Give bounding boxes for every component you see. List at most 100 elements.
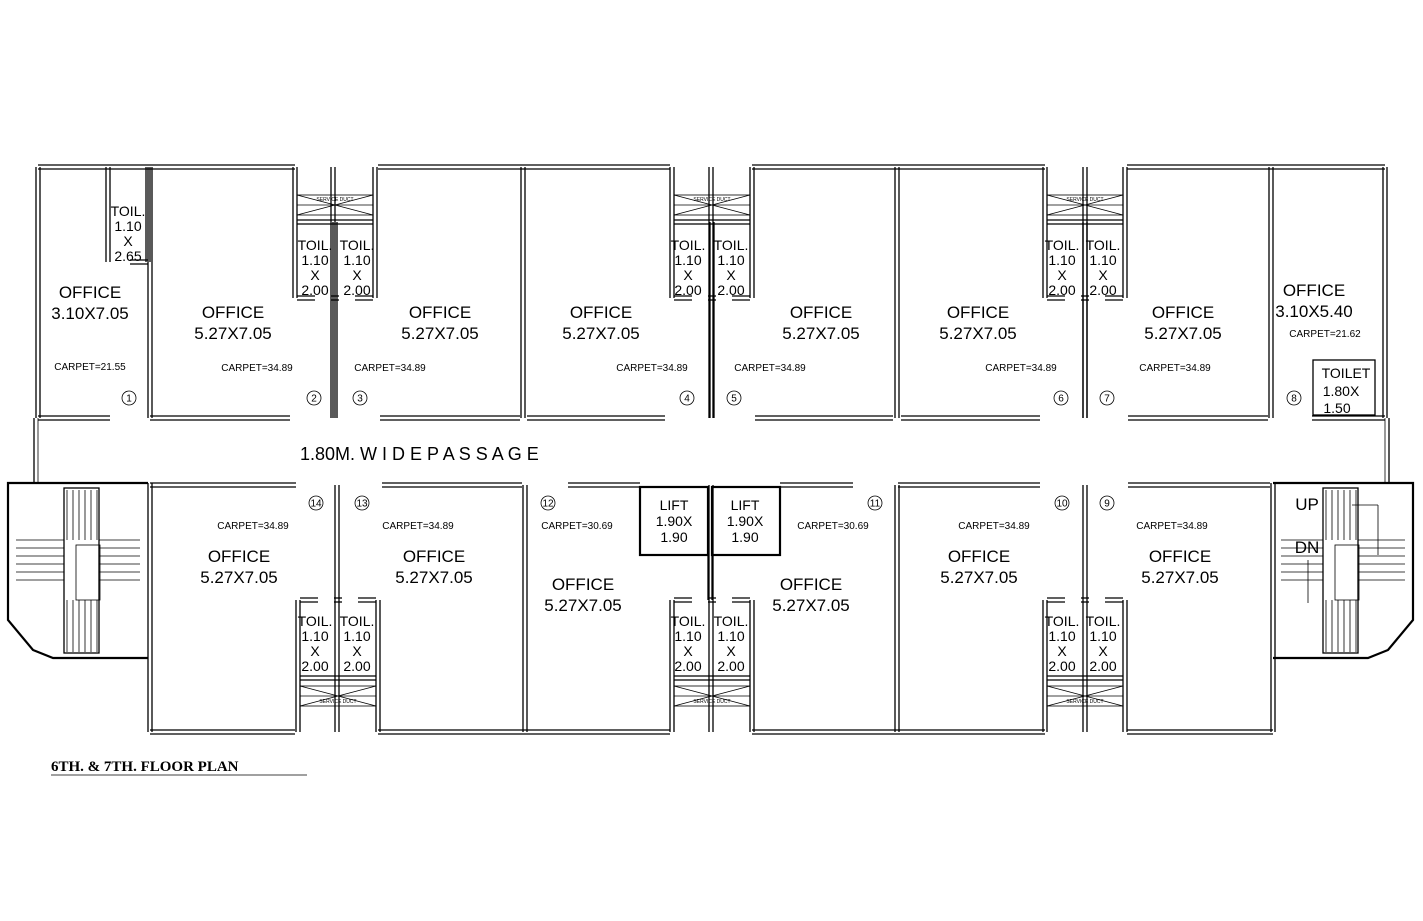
office-dimension: 3.10X7.05 bbox=[51, 304, 129, 323]
office-carpet-area: CARPET=34.89 bbox=[985, 363, 1057, 374]
office-number-circle bbox=[121, 390, 137, 406]
office-name: OFFICE bbox=[202, 303, 264, 322]
stair-well bbox=[1334, 544, 1360, 601]
walls bbox=[6, 164, 1415, 776]
lift-name: LIFT bbox=[731, 497, 760, 513]
toilet-width: 1.10 bbox=[301, 628, 328, 644]
office-name: OFFICE bbox=[780, 575, 842, 594]
service-duct-label: SERVICE DUCT bbox=[693, 699, 730, 705]
office-number-circle bbox=[540, 495, 556, 511]
labels: SERVICE DUCT SERVICE DUCT SERVICE DUCT SERV… bbox=[51, 197, 1371, 775]
lift-shaft bbox=[710, 485, 782, 557]
office-dimension: 5.27X7.05 bbox=[1144, 324, 1222, 343]
office-number-circle bbox=[354, 495, 370, 511]
toilet-x: X bbox=[726, 643, 736, 659]
service-duct-label: SERVICE DUCT bbox=[693, 197, 730, 203]
toilet-x: X bbox=[683, 267, 693, 283]
office-name: OFFICE bbox=[948, 547, 1010, 566]
office-dimension: 5.27X7.05 bbox=[782, 324, 860, 343]
office-dimension: 5.27X7.05 bbox=[1141, 568, 1219, 587]
stair-up-label: UP bbox=[1295, 495, 1319, 514]
office-number: 14 bbox=[310, 499, 322, 510]
office-name: OFFICE bbox=[59, 283, 121, 302]
toilet-width: 1.10 bbox=[1048, 628, 1075, 644]
service-duct-label: SERVICE DUCT bbox=[319, 699, 356, 705]
office-number: 11 bbox=[870, 499, 881, 510]
passage-label: 1.80M. W I D E P A S S A G E bbox=[300, 444, 539, 464]
toilet-large-name: TOILET bbox=[1322, 365, 1371, 381]
toilet-height: 2.00 bbox=[301, 282, 328, 298]
office-number-circle bbox=[308, 495, 324, 511]
toilet-x: X bbox=[310, 643, 320, 659]
toilet-height: 2.00 bbox=[717, 282, 744, 298]
toilet-x: X bbox=[726, 267, 736, 283]
toilet-large-height: 1.50 bbox=[1323, 400, 1350, 416]
lift-width: 1.90X bbox=[727, 513, 764, 529]
toilet-height: 2.00 bbox=[1089, 282, 1116, 298]
stair-down-label: DN bbox=[1295, 538, 1320, 557]
office-carpet-area: CARPET=30.69 bbox=[797, 521, 869, 532]
office-dimension: 5.27X7.05 bbox=[562, 324, 640, 343]
toilet-height: 2.00 bbox=[301, 658, 328, 674]
toilet-large bbox=[1312, 359, 1376, 416]
office-number-circle bbox=[1053, 390, 1069, 406]
office-name: OFFICE bbox=[1149, 547, 1211, 566]
toilet-height: 2.00 bbox=[1089, 658, 1116, 674]
office-number: 4 bbox=[684, 394, 690, 405]
toilet-name: TOIL. bbox=[340, 237, 375, 253]
service-duct-line bbox=[1046, 194, 1124, 216]
staircase-outline bbox=[1273, 481, 1415, 660]
toilet-height: 2.00 bbox=[674, 658, 701, 674]
office-dimension: 3.10X5.40 bbox=[1275, 302, 1353, 321]
office-number: 7 bbox=[1104, 394, 1110, 405]
lift-height: 1.90 bbox=[731, 529, 758, 545]
toilet-height: 2.00 bbox=[674, 282, 701, 298]
toilet-width: 1.10 bbox=[674, 252, 701, 268]
office-number: 12 bbox=[542, 499, 554, 510]
office-dimension: 5.27X7.05 bbox=[544, 596, 622, 615]
toilet-name: TOIL. bbox=[340, 613, 375, 629]
stair-core bbox=[63, 487, 100, 654]
office-number: 13 bbox=[356, 499, 368, 510]
office-name: OFFICE bbox=[409, 303, 471, 322]
toilet-width: 1.10 bbox=[674, 628, 701, 644]
toilet-name: TOIL. bbox=[1045, 237, 1080, 253]
office-name: OFFICE bbox=[947, 303, 1009, 322]
toilet-x: X bbox=[352, 267, 362, 283]
toilet-name: TOIL. bbox=[111, 203, 146, 219]
office-carpet-area: CARPET=30.69 bbox=[541, 521, 613, 532]
office-number: 5 bbox=[731, 394, 737, 405]
toilet-x: X bbox=[1057, 643, 1067, 659]
toilet-height: 2.00 bbox=[717, 658, 744, 674]
service-duct-label: SERVICE DUCT bbox=[1066, 699, 1103, 705]
lift-width: 1.90X bbox=[656, 513, 693, 529]
toilet-width: 1.10 bbox=[1048, 252, 1075, 268]
toilet-x: X bbox=[1098, 267, 1108, 283]
office-dimension: 5.27X7.05 bbox=[194, 324, 272, 343]
office-dimension: 5.27X7.05 bbox=[395, 568, 473, 587]
office-number: 6 bbox=[1058, 394, 1064, 405]
toilet-height: 2.00 bbox=[1048, 658, 1075, 674]
toilet-name: TOIL. bbox=[714, 237, 749, 253]
plan-title: 6TH. & 7TH. FLOOR PLAN bbox=[51, 759, 239, 775]
toilet-width: 1.10 bbox=[717, 628, 744, 644]
office-name: OFFICE bbox=[552, 575, 614, 594]
office-number-circle bbox=[1099, 495, 1115, 511]
office-carpet-area: CARPET=34.89 bbox=[616, 363, 688, 374]
office-number: 3 bbox=[357, 394, 363, 405]
toilet-name: TOIL. bbox=[671, 237, 706, 253]
service-duct-line bbox=[673, 194, 751, 216]
toilet-width: 1.10 bbox=[717, 252, 744, 268]
office-dimension: 5.27X7.05 bbox=[401, 324, 479, 343]
office-number: 1 bbox=[126, 394, 132, 405]
toilet-x: X bbox=[123, 233, 133, 249]
lift-name: LIFT bbox=[660, 497, 689, 513]
office-carpet-area: CARPET=34.89 bbox=[354, 363, 426, 374]
office-carpet-area: CARPET=21.55 bbox=[54, 362, 126, 373]
staircase-outline bbox=[6, 481, 148, 660]
toilet-name: TOIL. bbox=[714, 613, 749, 629]
office-name: OFFICE bbox=[1283, 281, 1345, 300]
office-carpet-area: CARPET=34.89 bbox=[217, 521, 289, 532]
service-duct-line bbox=[299, 685, 377, 707]
office-name: OFFICE bbox=[1152, 303, 1214, 322]
